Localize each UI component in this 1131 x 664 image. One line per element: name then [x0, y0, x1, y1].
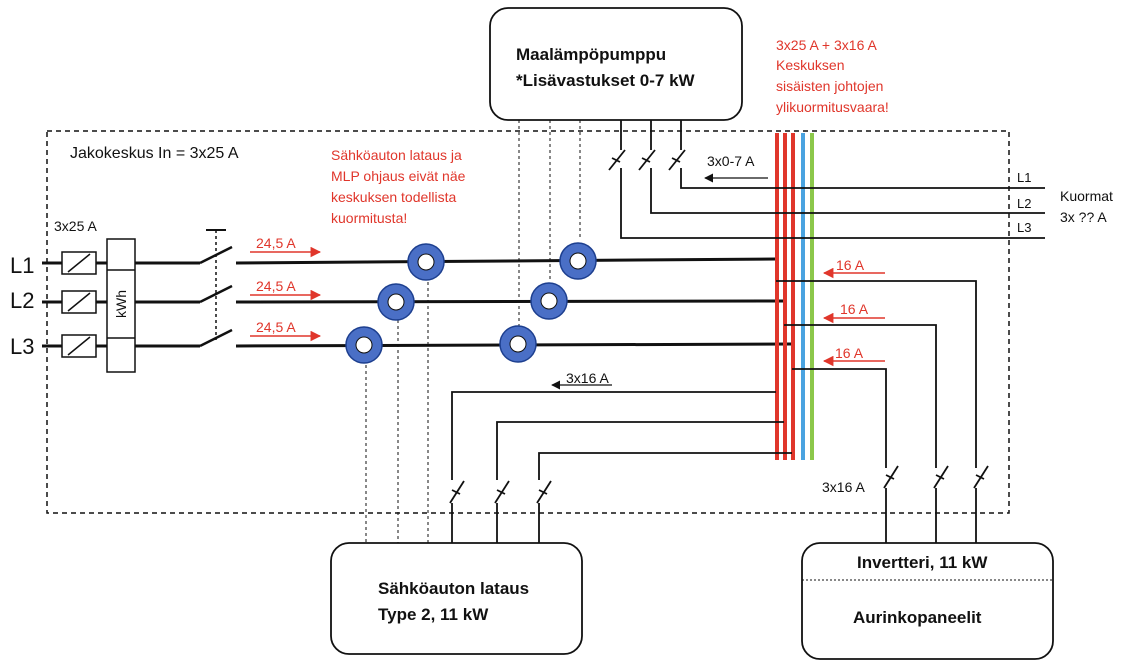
phase-current-l1: 24,5 A: [256, 235, 296, 251]
main-switch: [199, 229, 233, 348]
svg-text:Keskuksen: Keskuksen: [776, 57, 844, 73]
load-lines: [1009, 187, 1045, 239]
ev-charger-box: [330, 542, 583, 655]
ev-control-note: Sähköauton lataus ja MLP ohjaus eivät nä…: [331, 147, 466, 226]
solar-breaker-label: 3x16 A: [822, 479, 865, 495]
svg-text:ylikuormitusvaara!: ylikuormitusvaara!: [776, 99, 889, 115]
sensor-wires: [365, 120, 581, 543]
phase-current-arrows: [250, 246, 322, 342]
busbars: [775, 133, 814, 460]
energy-meter: [106, 238, 136, 373]
inverter-box: [801, 542, 1054, 660]
svg-text:keskuksen todellista: keskuksen todellista: [331, 189, 457, 205]
svg-text:MLP ohjaus eivät näe: MLP ohjaus eivät näe: [331, 168, 466, 184]
svg-text:Sähköauton lataus ja: Sähköauton lataus ja: [331, 147, 462, 163]
heat-pump-box: [489, 7, 743, 121]
main-fuse-label: 3x25 A: [54, 218, 97, 234]
phase-label-l1: L1: [10, 253, 34, 278]
solar-current-arrows: [822, 267, 885, 367]
load-phase-l2: L2: [1017, 196, 1031, 211]
heat-pump-breaker: [608, 120, 1009, 239]
main-fuses: [61, 251, 97, 358]
overload-warning: 3x25 A + 3x16 A Keskuksen sisäisten joht…: [776, 37, 889, 115]
incoming-lines: [42, 261, 62, 348]
ev-charger-title: Sähköauton lataus: [378, 579, 529, 598]
distribution-cabinet-outline: [46, 130, 1010, 514]
ev-current: 3x16 A: [566, 370, 609, 386]
heat-pump-subtitle: *Lisävastukset 0-7 kW: [516, 71, 696, 90]
phase-label-l2: L2: [10, 288, 34, 313]
phase-current-l2: 24,5 A: [256, 278, 296, 294]
ev-feed: [449, 391, 792, 543]
ev-charger-subtitle: Type 2, 11 kW: [378, 605, 489, 624]
phase-current-l3: 24,5 A: [256, 319, 296, 335]
load-phase-l3: L3: [1017, 220, 1031, 235]
load-phase-l1: L1: [1017, 170, 1031, 185]
solar-panels-label: Aurinkopaneelit: [853, 608, 982, 627]
svg-text:3x25 A + 3x16 A: 3x25 A + 3x16 A: [776, 37, 877, 53]
meter-label: kWh: [113, 290, 129, 318]
inverter-title: Invertteri, 11 kW: [857, 553, 988, 572]
solar-current-l1: 16 A: [836, 257, 865, 273]
phase-label-l3: L3: [10, 334, 34, 359]
solar-current-l2: 16 A: [840, 301, 869, 317]
svg-text:kuormitusta!: kuormitusta!: [331, 210, 407, 226]
cabinet-label: Jakokeskus In = 3x25 A: [70, 145, 239, 162]
heat-pump-title: Maalämpöpumppu: [516, 45, 666, 64]
loads-value: 3x ?? A: [1060, 209, 1107, 225]
solar-feed: [776, 280, 989, 543]
loads-title: Kuormat: [1060, 188, 1113, 204]
svg-text:sisäisten johtojen: sisäisten johtojen: [776, 78, 883, 94]
current-sensors: [345, 242, 597, 364]
solar-current-l3: 16 A: [835, 345, 864, 361]
heat-pump-current: 3x0-7 A: [707, 153, 755, 169]
